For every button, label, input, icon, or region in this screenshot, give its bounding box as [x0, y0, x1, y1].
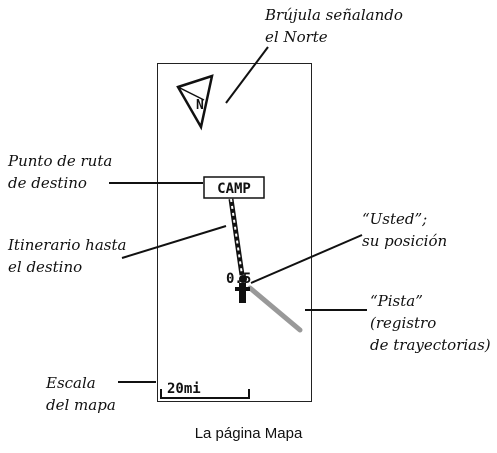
position-leader	[250, 234, 363, 284]
route-callout: Itinerario hasta el destino	[8, 236, 127, 276]
route-line	[228, 198, 245, 276]
compass-letter: N	[196, 98, 204, 113]
map-scale-bar: 20mi	[160, 381, 250, 399]
route-leader	[121, 225, 227, 259]
figure-caption: La página Mapa	[194, 425, 303, 442]
scale-callout: Escala del mapa	[46, 374, 116, 414]
compass-icon: N	[176, 74, 214, 131]
scale-label: 20mi	[167, 381, 201, 397]
track-callout: “Pista” (registro de trayectorias)	[370, 292, 491, 354]
position-distance-label: 0.5	[226, 271, 251, 287]
compass-callout: Brújula señalando el Norte	[265, 6, 403, 46]
waypoint-marker: CAMP	[203, 176, 265, 199]
waypoint-callout: Punto de ruta de destino	[8, 152, 113, 192]
position-icon	[235, 275, 250, 303]
position-callout: “Usted”; su posición	[362, 210, 448, 250]
compass-leader	[225, 46, 269, 104]
track-line	[247, 285, 303, 333]
waypoint-label: CAMP	[217, 181, 251, 197]
